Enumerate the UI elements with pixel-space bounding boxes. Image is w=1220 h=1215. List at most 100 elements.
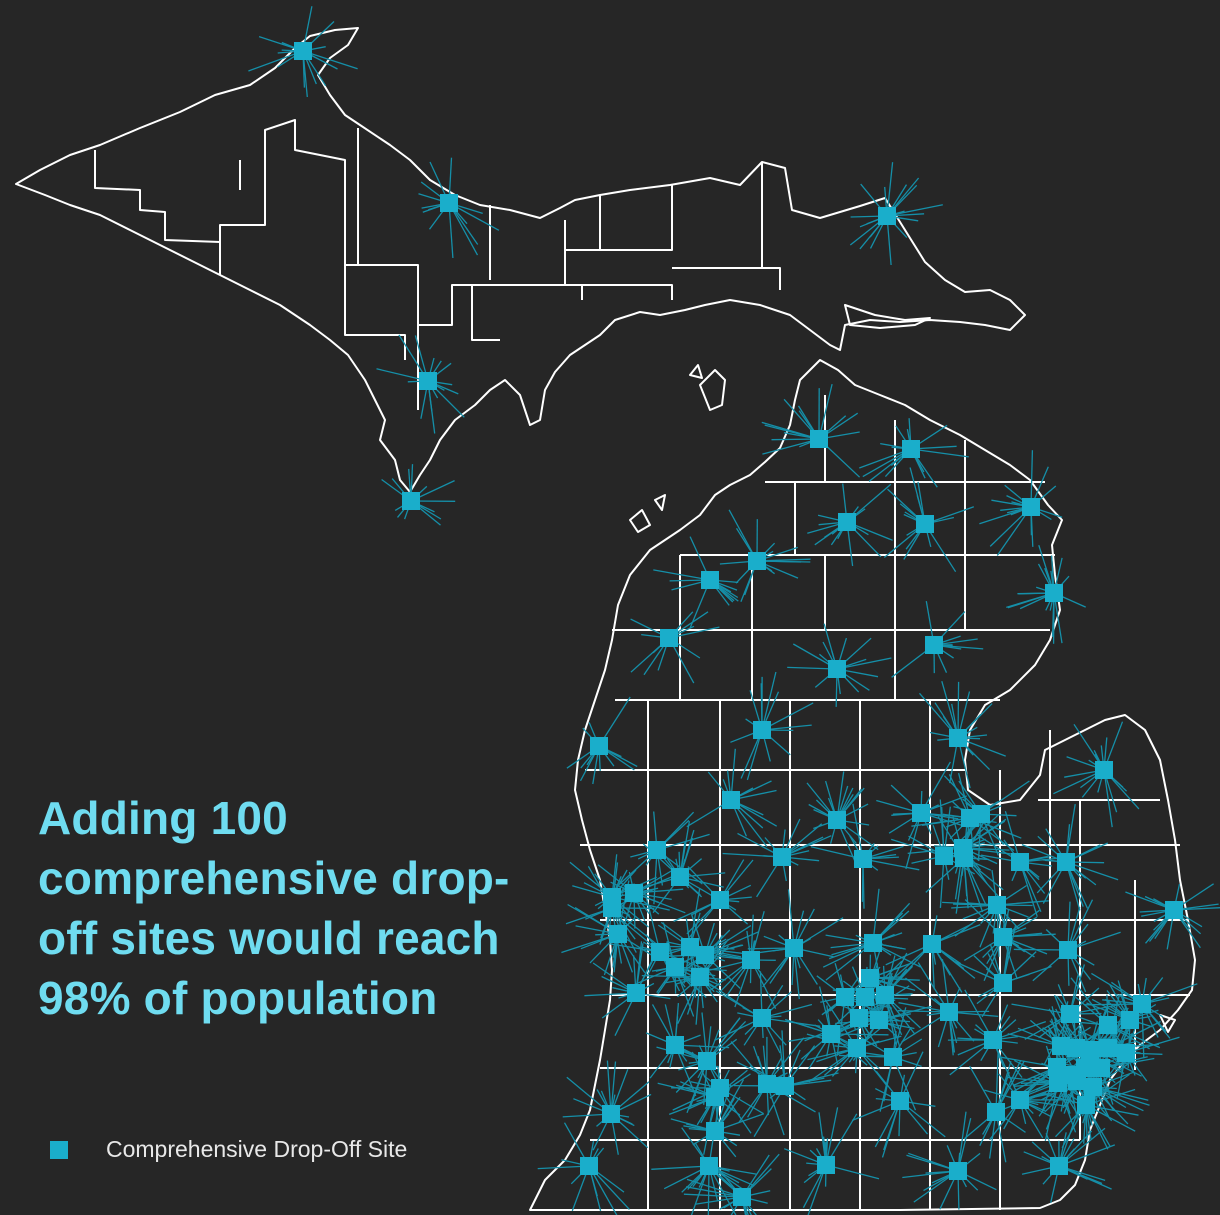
- coverage-spoke: [941, 681, 959, 739]
- drop-off-site-marker: [1133, 995, 1151, 1013]
- drop-off-site-marker: [440, 194, 458, 212]
- coverage-spoke: [611, 896, 670, 911]
- drop-off-site-marker: [822, 1025, 840, 1043]
- drop-off-site-marker: [864, 934, 882, 952]
- coverage-spoke: [862, 858, 920, 871]
- drop-off-site-marker: [609, 925, 627, 943]
- drop-off-site-marker: [1052, 1037, 1070, 1055]
- drop-off-site-marker: [987, 1103, 1005, 1121]
- drop-off-site-marker: [627, 984, 645, 1002]
- drop-off-site-marker: [817, 1156, 835, 1174]
- drop-off-site-marker: [1067, 1039, 1085, 1057]
- drop-off-site-marker: [1095, 761, 1113, 779]
- drop-off-site-marker: [891, 1092, 909, 1110]
- drop-off-site-marker: [884, 1048, 902, 1066]
- drop-off-site-marker: [828, 660, 846, 678]
- drop-off-site-marker: [753, 1009, 771, 1027]
- coverage-spoke: [679, 821, 691, 878]
- drop-off-site-marker: [1092, 1059, 1110, 1077]
- drop-off-site-marker: [294, 42, 312, 60]
- coverage-spoke: [1092, 1086, 1150, 1106]
- drop-off-site-marker: [1011, 1091, 1029, 1109]
- coverage-spoke: [686, 1178, 743, 1198]
- drop-off-site-marker: [706, 1088, 724, 1106]
- coverage-spoke: [1103, 769, 1113, 828]
- drop-off-site-marker: [949, 1162, 967, 1180]
- drop-off-site-marker: [651, 943, 669, 961]
- coverage-spoke: [657, 1082, 716, 1098]
- drop-off-site-marker: [1022, 498, 1040, 516]
- drop-off-site-marker: [706, 1122, 724, 1140]
- coverage-spoke: [1013, 948, 1069, 951]
- drop-off-site-marker: [691, 968, 709, 986]
- coverage-spoke: [872, 888, 880, 944]
- drop-off-site-marker: [698, 1052, 716, 1070]
- drop-off-site-marker: [711, 891, 729, 909]
- drop-off-site-marker: [603, 899, 621, 917]
- drop-off-site-marker: [984, 1031, 1002, 1049]
- drop-off-site-marker: [861, 969, 879, 987]
- drop-off-site-marker: [1057, 853, 1075, 871]
- coverage-spoke: [905, 812, 922, 870]
- drop-off-site-marker: [949, 729, 967, 747]
- coverage-spoke: [561, 933, 619, 954]
- drop-off-site-marker: [994, 928, 1012, 946]
- drop-off-site-marker: [1117, 1044, 1135, 1062]
- legend-label: Comprehensive Drop-Off Site: [106, 1136, 408, 1162]
- drop-off-site-marker: [1084, 1078, 1102, 1096]
- coverage-spoke: [1011, 1003, 1071, 1015]
- drop-off-site-marker: [1049, 1074, 1067, 1092]
- drop-off-site-marker: [753, 721, 771, 739]
- coverage-spoke: [830, 1033, 889, 1036]
- drop-off-site-marker: [916, 515, 934, 533]
- coverage-spoke: [302, 50, 358, 70]
- drop-off-site-marker: [648, 841, 666, 859]
- drop-off-site-marker: [828, 811, 846, 829]
- coverage-spoke: [683, 1193, 743, 1198]
- coverage-spoke: [761, 671, 777, 731]
- drop-off-site-marker: [912, 804, 930, 822]
- drop-off-site-marker: [925, 636, 943, 654]
- coverage-spoke: [911, 817, 971, 827]
- drop-off-site-marker: [758, 1075, 776, 1093]
- drop-off-site-marker: [876, 986, 894, 1004]
- drop-off-site-marker: [1081, 1041, 1099, 1059]
- drop-off-site-marker: [848, 1039, 866, 1057]
- coverage-spoke: [852, 803, 864, 860]
- drop-off-site-marker: [666, 958, 684, 976]
- island-outlines: [629, 304, 1176, 1033]
- drop-off-site-marker: [1011, 853, 1029, 871]
- up-county-lines: [94, 119, 781, 410]
- coverage-spoke: [910, 448, 969, 458]
- coverage-spoke: [909, 467, 926, 525]
- headline: Adding 100 comprehensive drop-off sites …: [38, 792, 510, 1024]
- coverage-spoke: [1141, 983, 1198, 1005]
- coverage-spokes: [248, 6, 1220, 1215]
- drop-off-site-marker: [955, 849, 973, 867]
- drop-off-site-marker: [602, 1105, 620, 1123]
- coverage-spoke: [762, 438, 820, 455]
- drop-off-site-marker: [666, 1036, 684, 1054]
- coverage-spoke: [825, 1107, 839, 1166]
- drop-off-site-marker: [701, 571, 719, 589]
- drop-off-site-marker: [1099, 1016, 1117, 1034]
- coverage-spoke: [995, 1052, 999, 1113]
- coverage-spoke: [1030, 450, 1034, 508]
- state-outline: [15, 27, 1196, 1211]
- drop-off-site-marker: [1068, 1072, 1086, 1090]
- coverage-spoke: [653, 569, 711, 581]
- drop-off-site-marker: [733, 1188, 751, 1206]
- drop-off-site-marker: [419, 372, 437, 390]
- drop-off-sites: [294, 42, 1183, 1206]
- coverage-spoke: [1058, 1144, 1116, 1167]
- drop-off-site-marker: [902, 440, 920, 458]
- drop-off-site-marker: [625, 884, 643, 902]
- drop-off-site-marker: [671, 868, 689, 886]
- coverage-spoke: [836, 657, 892, 670]
- drop-off-site-marker: [1050, 1157, 1068, 1175]
- coverage-spoke: [886, 204, 943, 217]
- drop-off-site-marker: [850, 1009, 868, 1027]
- drop-off-site-marker: [972, 805, 990, 823]
- drop-off-site-marker: [660, 629, 678, 647]
